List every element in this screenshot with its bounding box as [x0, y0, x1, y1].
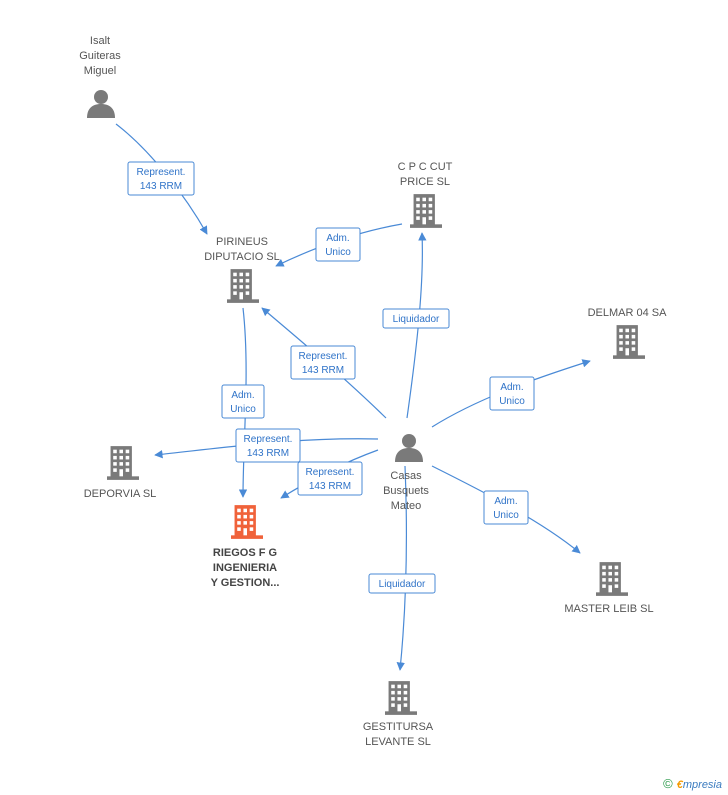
- nodes-layer: Isalt Guiteras Miguel Casas Busquets Mat…: [79, 35, 667, 748]
- svg-text:C P C CUT: C P C CUT: [398, 161, 453, 173]
- node-delmar-04-sa[interactable]: DELMAR 04 SA: [588, 307, 668, 359]
- edge-label-casas-delmar[interactable]: Adm. Unico: [489, 376, 535, 411]
- edge-label-casas-cpc[interactable]: Liquidador: [382, 308, 450, 329]
- svg-text:Liquidador: Liquidador: [379, 579, 426, 590]
- svg-text:Busquets: Busquets: [383, 485, 429, 497]
- edge-label-casas-gestitursa[interactable]: Liquidador: [368, 573, 436, 594]
- svg-text:Casas: Casas: [390, 470, 422, 482]
- svg-text:143 RRM: 143 RRM: [140, 181, 182, 192]
- svg-text:DEPORVIA SL: DEPORVIA SL: [84, 488, 157, 500]
- svg-text:DELMAR 04 SA: DELMAR 04 SA: [588, 307, 668, 319]
- brand-watermark: ©€mpresia: [663, 776, 722, 791]
- building-icon: [385, 681, 417, 715]
- building-icon: [231, 505, 263, 539]
- building-icon: [227, 269, 259, 303]
- edge-label-casas-riegos[interactable]: Represent. 143 RRM: [297, 461, 363, 496]
- brand-logo-text: mpresia: [682, 779, 722, 791]
- svg-text:Unico: Unico: [499, 396, 525, 407]
- svg-text:Adm.: Adm.: [326, 233, 349, 244]
- edge-label-cpc-pirineus[interactable]: Adm. Unico: [315, 227, 361, 262]
- building-icon: [613, 325, 645, 359]
- svg-text:Y GESTION...: Y GESTION...: [211, 577, 280, 589]
- node-isalt-guiteras-miguel[interactable]: Isalt Guiteras Miguel: [79, 35, 121, 118]
- svg-text:143 RRM: 143 RRM: [309, 481, 351, 492]
- person-icon: [395, 434, 423, 462]
- copyright-icon: ©: [663, 776, 673, 791]
- edge-label-pirineus-riegos[interactable]: Adm. Unico: [221, 384, 265, 419]
- svg-text:Represent.: Represent.: [244, 434, 293, 445]
- edge-label-casas-pirineus[interactable]: Represent. 143 RRM: [290, 345, 356, 380]
- svg-text:Adm.: Adm.: [494, 496, 517, 507]
- edge-label-casas-deporvia[interactable]: Represent. 143 RRM: [235, 428, 301, 463]
- edge-labels-layer: Represent. 143 RRM Adm. Unico Liquidador…: [127, 161, 535, 594]
- brand-logo-initial: €: [676, 779, 683, 791]
- svg-text:Represent.: Represent.: [306, 467, 355, 478]
- svg-text:Represent.: Represent.: [137, 167, 186, 178]
- edge-casas-gestitursa[interactable]: [396, 465, 407, 671]
- edge-label-casas-master[interactable]: Adm. Unico: [483, 490, 529, 525]
- svg-text:Guiteras: Guiteras: [79, 50, 121, 62]
- svg-text:Unico: Unico: [325, 247, 351, 258]
- svg-text:Unico: Unico: [493, 510, 519, 521]
- svg-text:143 RRM: 143 RRM: [247, 448, 289, 459]
- node-riegos-fg-ingenieria[interactable]: RIEGOS F G INGENIERIA Y GESTION...: [211, 505, 280, 589]
- node-casas-busquets-mateo[interactable]: Casas Busquets Mateo: [383, 434, 429, 512]
- node-cpc-cut-price-sl[interactable]: C P C CUT PRICE SL: [398, 161, 453, 228]
- svg-text:Adm.: Adm.: [231, 390, 254, 401]
- building-icon: [596, 562, 628, 596]
- svg-text:GESTITURSA: GESTITURSA: [363, 721, 434, 733]
- svg-text:PIRINEUS: PIRINEUS: [216, 236, 268, 248]
- svg-text:DIPUTACIO SL: DIPUTACIO SL: [204, 251, 280, 263]
- building-icon: [107, 446, 139, 480]
- svg-text:Liquidador: Liquidador: [393, 314, 440, 325]
- svg-text:RIEGOS F G: RIEGOS F G: [213, 547, 277, 559]
- svg-text:143 RRM: 143 RRM: [302, 365, 344, 376]
- node-gestitursa-levante-sl[interactable]: GESTITURSA LEVANTE SL: [363, 681, 434, 748]
- svg-text:Miguel: Miguel: [84, 65, 116, 77]
- svg-text:MASTER LEIB SL: MASTER LEIB SL: [564, 603, 653, 615]
- node-master-leib-sl[interactable]: MASTER LEIB SL: [564, 562, 654, 615]
- svg-text:Unico: Unico: [230, 404, 256, 415]
- svg-text:Isalt: Isalt: [90, 35, 110, 47]
- building-icon: [410, 194, 442, 228]
- svg-text:Represent.: Represent.: [299, 351, 348, 362]
- node-pirineus-diputacio-sl[interactable]: PIRINEUS DIPUTACIO SL: [204, 236, 280, 303]
- svg-text:LEVANTE SL: LEVANTE SL: [365, 736, 431, 748]
- node-deporvia-sl[interactable]: DEPORVIA SL: [84, 446, 157, 500]
- svg-text:Adm.: Adm.: [500, 382, 523, 393]
- svg-text:INGENIERIA: INGENIERIA: [213, 562, 277, 574]
- svg-text:PRICE SL: PRICE SL: [400, 176, 450, 188]
- svg-text:Mateo: Mateo: [391, 500, 422, 512]
- person-icon: [87, 90, 115, 118]
- edge-label-isalt-pirineus[interactable]: Represent. 143 RRM: [127, 161, 195, 196]
